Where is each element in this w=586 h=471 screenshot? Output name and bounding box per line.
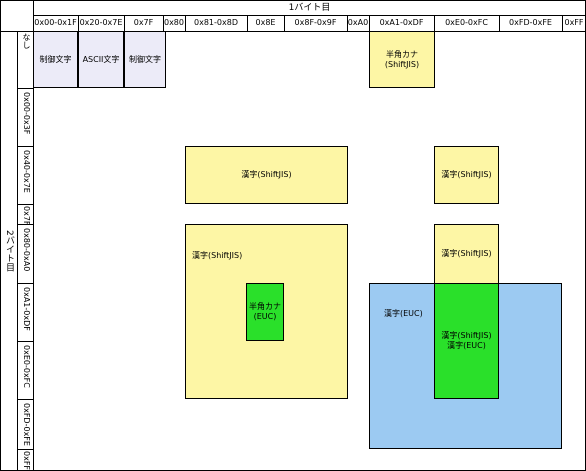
col-sep-1 [78,15,79,31]
col-sep-11 [562,15,563,31]
col-header-5: 0x8E [255,18,276,27]
row-sep-1 [17,88,33,89]
row-header-right-line [33,0,34,471]
col-header-2: 0x7F [133,18,154,27]
row-sep-6 [17,341,33,342]
control-chars-label-1: 制御文字 [39,54,72,64]
kanji-sjis-label-upper-left: 漢字(ShiftJIS) [241,170,292,179]
col-sep-7 [347,15,348,31]
corner-diagonal-guard [17,31,18,471]
kanji-sjis-region-upper-right: 漢字(ShiftJIS) [434,146,499,204]
col-sep-8 [369,15,370,31]
row-header-6: 0xE0-0xFC [22,345,31,388]
overlap-label-2: 漢字(EUC) [447,341,486,350]
header-title-separator [33,15,586,16]
second-byte-title: 2バイト目 [4,230,14,272]
row-sep-8 [17,449,33,450]
col-header-0: 0x00-0x1F [34,18,77,27]
header-bottom-line [0,31,586,32]
row-header-0: なし [22,33,31,49]
ascii-chars-label: ASCII文字 [82,54,120,64]
col-sep-9 [434,15,435,31]
row-header-4: 0x80-0xA0 [22,228,31,272]
col-header-7: 0xA0 [347,18,369,27]
kanji-euc-label: 漢字(EUC) [384,309,423,318]
row-header-3: 0x7F [22,206,31,226]
halfwidth-kana-sjis-label: 半角カナ(ShiftJIS) [384,49,420,69]
row-sep-4 [17,224,33,225]
row-sep-2 [17,146,33,147]
row-header-1: 0x00-0x3F [22,92,31,135]
kanji-sjis-label-upper-right: 漢字(ShiftJIS) [441,170,492,179]
kanji-sjis-label-lower-left: 漢字(ShiftJIS) [192,251,243,260]
col-sep-6 [284,15,285,31]
control-chars-region-2: 制御文字 [124,31,166,88]
kanji-sjis-region-upper-left: 漢字(ShiftJIS) [185,146,348,204]
control-chars-label-2: 制御文字 [129,54,161,64]
halfwidth-kana-euc-label-1: 半角カナ [249,302,281,311]
col-sep-10 [499,15,500,31]
halfwidth-kana-euc-label-2: (EUC) [253,312,277,321]
col-header-11: 0xFF [564,18,584,27]
first-byte-title: 1バイト目 [288,3,331,13]
col-header-1: 0x20-0x7E [79,18,123,27]
kanji-sjis-label-lower-right: 漢字(ShiftJIS) [441,249,492,258]
col-header-8: 0xA1-0xDF [379,18,424,27]
col-sep-3 [163,15,164,31]
col-header-6: 0x8F-0x9F [294,18,337,27]
row-sep-7 [17,399,33,400]
col-header-10: 0xFD-0xFE [509,18,552,27]
col-sep-4 [185,15,186,31]
halfwidth-kana-euc-region: 半角カナ (EUC) [246,283,284,341]
col-header-3: 0x80 [163,18,184,27]
kanji-sjis-region-lower-right: 漢字(ShiftJIS) [434,224,499,284]
row-header-8: 0xFF [22,451,31,471]
overlap-label-1: 漢字(ShiftJIS) [441,331,492,340]
kanji-sjis-euc-overlap-region: 漢字(ShiftJIS) 漢字(EUC) [434,283,499,399]
col-sep-5 [247,15,248,31]
col-sep-2 [124,15,125,31]
row-header-5: 0xA1-0xDF [22,287,31,331]
row-sep-5 [17,283,33,284]
col-header-9: 0xE0-0xFC [445,18,488,27]
row-header-2: 0x40-0x7E [22,150,31,193]
col-header-4: 0x81-0x8D [194,18,238,27]
row-sep-3 [17,204,33,205]
control-chars-region-1: 制御文字 [33,31,78,88]
row-header-7: 0xFD-0xFE [22,403,31,446]
